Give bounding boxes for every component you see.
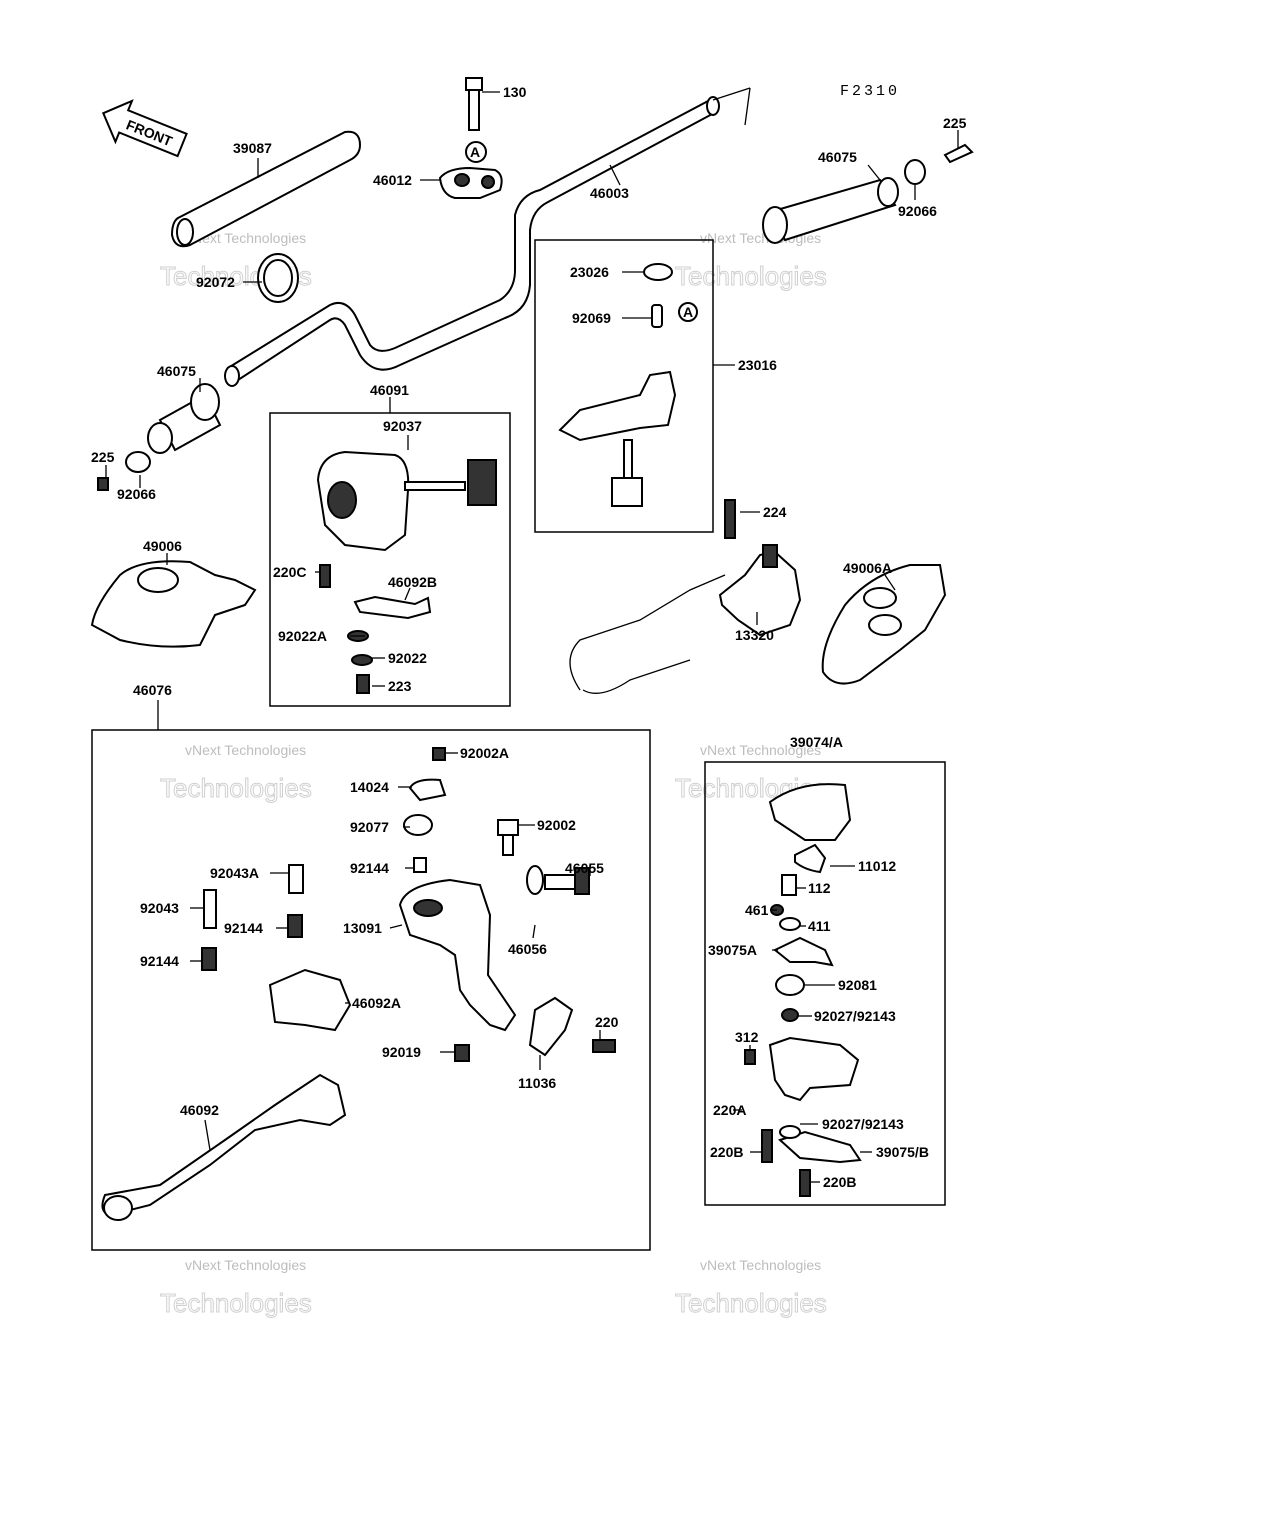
label-220B-a: 220B	[710, 1144, 743, 1160]
group-box-46076	[91, 729, 651, 1251]
label-312: 312	[735, 1029, 759, 1045]
marker-a-1	[465, 141, 487, 163]
throttle-assy	[744, 783, 862, 1197]
label-11012: 11012	[858, 858, 896, 874]
label-92072: 92072	[196, 274, 235, 290]
grip-cover	[170, 130, 362, 248]
watermarks: vNext Technologies Technologies vNext Te…	[160, 230, 828, 1319]
throttle-cable	[569, 499, 802, 694]
label-92069: 92069	[572, 310, 611, 326]
hand-guard-right	[821, 564, 947, 685]
leader-lines	[105, 91, 959, 1183]
svg-text:Technologies: Technologies	[160, 1288, 312, 1318]
label-112: 112	[808, 880, 831, 896]
label-461: 461	[745, 902, 769, 918]
label-223: 223	[388, 678, 412, 694]
label-92144-c: 92144	[140, 953, 179, 969]
hand-guard-left	[90, 560, 257, 648]
marker-a-2-label: A	[683, 304, 693, 320]
label-224: 224	[763, 504, 787, 520]
label-46012: 46012	[373, 172, 412, 188]
label-39075B: 39075/B	[876, 1144, 929, 1160]
label-92027-92143-b: 92027/92143	[822, 1116, 904, 1132]
label-92002A: 92002A	[460, 745, 509, 761]
label-130: 130	[503, 84, 527, 100]
label-14024: 14024	[350, 779, 389, 795]
svg-text:Technologies: Technologies	[160, 773, 312, 803]
label-92002: 92002	[537, 817, 576, 833]
svg-text:vNext Technologies: vNext Technologies	[700, 742, 821, 758]
svg-text:vNext Technologies: vNext Technologies	[185, 1257, 306, 1273]
label-46056: 46056	[508, 941, 547, 957]
label-92027-92143-a: 92027/92143	[814, 1008, 896, 1024]
bolt-130	[465, 77, 483, 131]
clutch-lever-assy	[101, 747, 616, 1221]
label-220A: 220A	[713, 1102, 746, 1118]
handlebar	[224, 87, 751, 387]
label-92081: 92081	[838, 977, 877, 993]
label-220B-b: 220B	[823, 1174, 856, 1190]
figure-code: F2310	[840, 83, 900, 100]
label-46092: 46092	[180, 1102, 219, 1118]
group-box-23016	[534, 239, 714, 533]
kill-switch-assy	[558, 263, 677, 507]
label-39074A: 39074/A	[790, 734, 843, 750]
label-225-right: 225	[943, 115, 967, 131]
label-23016: 23016	[738, 357, 777, 373]
label-92019: 92019	[382, 1044, 421, 1060]
label-411: 411	[808, 918, 831, 934]
label-92144-b: 92144	[224, 920, 263, 936]
label-46076: 46076	[133, 682, 172, 698]
label-13320: 13320	[735, 627, 774, 643]
label-46092B: 46092B	[388, 574, 437, 590]
switch-housing	[316, 450, 497, 694]
label-49006A: 49006A	[843, 560, 892, 576]
label-225-left: 225	[91, 449, 115, 465]
holder-46012	[438, 166, 503, 199]
label-46075-right: 46075	[818, 149, 857, 165]
label-39087: 39087	[233, 140, 272, 156]
svg-text:vNext Technologies: vNext Technologies	[185, 230, 306, 246]
label-92077: 92077	[350, 819, 389, 835]
svg-text:Technologies: Technologies	[675, 261, 827, 291]
label-46003: 46003	[590, 185, 629, 201]
label-92066-left: 92066	[117, 486, 156, 502]
label-92043: 92043	[140, 900, 179, 916]
label-49006: 49006	[143, 538, 182, 554]
right-grip	[762, 143, 974, 244]
marker-a-1-label: A	[470, 144, 480, 160]
label-92066-right: 92066	[898, 203, 937, 219]
marker-a-2	[678, 302, 698, 322]
part-labels: 130 39087 46012 46003 225 46075 92066 92…	[91, 84, 967, 1190]
label-92022A: 92022A	[278, 628, 327, 644]
group-box-39074	[704, 761, 946, 1206]
label-92043A: 92043A	[210, 865, 259, 881]
label-92144-a: 92144	[350, 860, 389, 876]
svg-text:Technologies: Technologies	[675, 1288, 827, 1318]
front-arrow-icon: FRONT	[101, 99, 188, 158]
svg-text:vNext Technologies: vNext Technologies	[700, 1257, 821, 1273]
label-220: 220	[595, 1014, 619, 1030]
label-46091: 46091	[370, 382, 409, 398]
label-23026: 23026	[570, 264, 609, 280]
band-clamp	[257, 253, 299, 303]
label-11036: 11036	[518, 1075, 556, 1091]
label-92037: 92037	[383, 418, 422, 434]
left-grip	[97, 383, 222, 491]
label-46055: 46055	[565, 860, 604, 876]
label-220C: 220C	[273, 564, 306, 580]
label-92022: 92022	[388, 650, 427, 666]
label-46075-left: 46075	[157, 363, 196, 379]
svg-text:vNext Technologies: vNext Technologies	[185, 742, 306, 758]
label-46092A: 46092A	[352, 995, 401, 1011]
label-13091: 13091	[343, 920, 382, 936]
label-39075A: 39075A	[708, 942, 757, 958]
